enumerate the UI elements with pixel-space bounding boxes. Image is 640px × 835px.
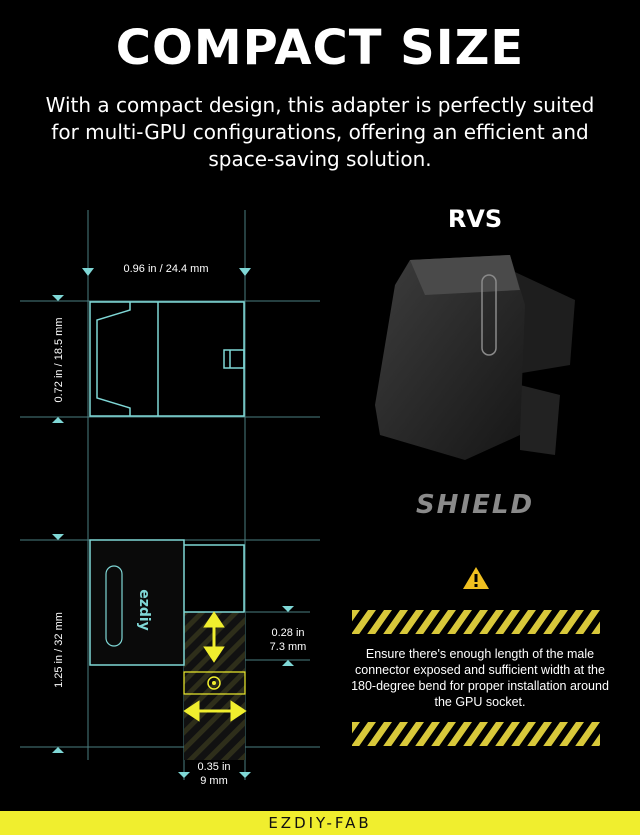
exposed-length-label-1: 0.28 in [271,627,304,639]
height-top-label: 0.72 in / 18.5 mm [53,318,65,403]
body-logo: ezdiy [136,589,152,631]
width-label: 0.96 in / 24.4 mm [124,263,209,275]
hazard-stripe-top [352,610,600,634]
hazard-stripe-bottom [352,722,600,746]
height-bottom-label: 1.25 in / 32 mm [53,612,65,688]
dimension-arrows [52,268,294,778]
page-subtitle: With a compact design, this adapter is p… [45,93,595,171]
exposed-length-label-2: 7.3 mm [270,641,307,653]
model-name: RVS [447,205,503,233]
series-logo: SHIELD [415,490,535,520]
brand-footer: EZDIY-FAB [0,811,640,835]
bend-width-label-1: 0.35 in [197,761,230,773]
adapter-render-image [375,255,575,460]
warning-note: Ensure there's enough length of the male… [351,647,609,709]
warning-triangle-icon [463,567,489,589]
top-view-outline [89,301,245,417]
side-view-outline: ezdiy [89,539,247,760]
dimension-drawing: ezdiy 0.96 in / 24.4 mm 0.72 in / 18.5 m… [20,210,320,787]
page-title: COMPACT SIZE [115,20,525,76]
bend-width-label-2: 9 mm [200,775,228,787]
extension-lines [20,210,320,780]
